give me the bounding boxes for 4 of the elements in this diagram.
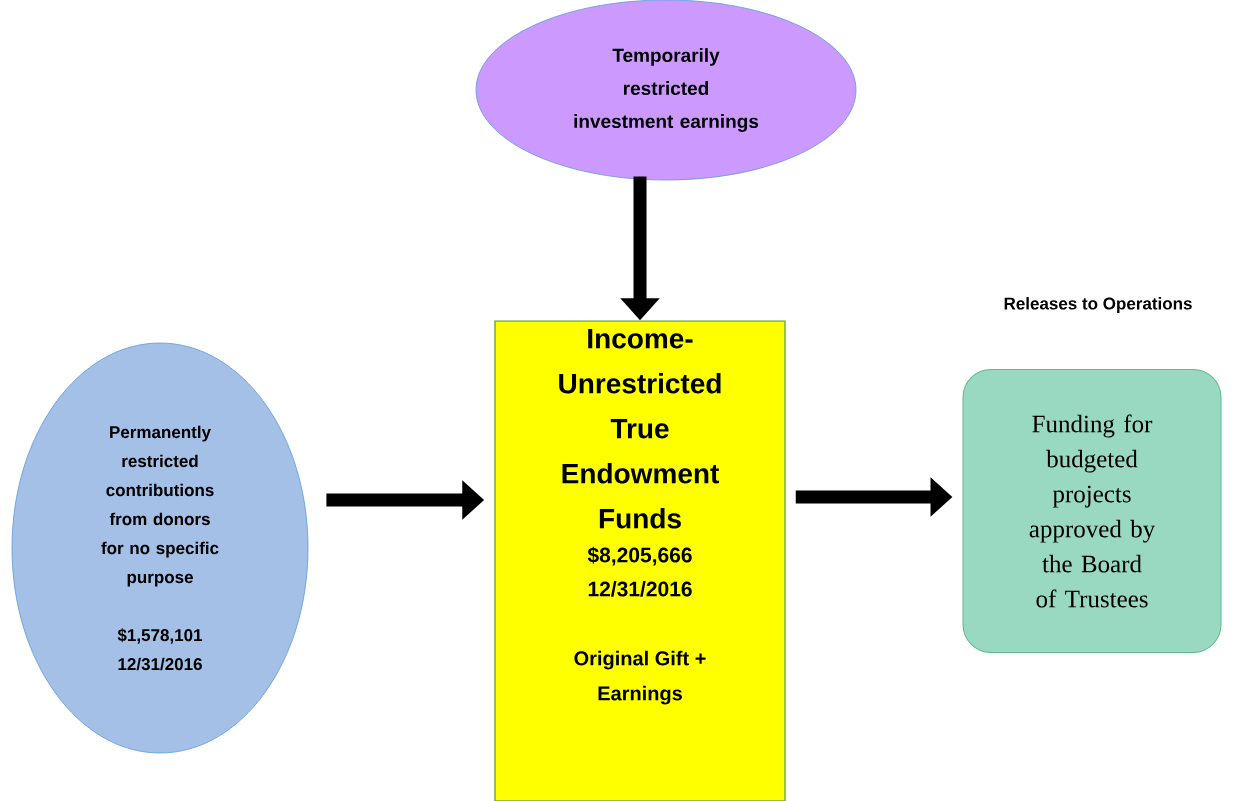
ellipse-node: Permanently restricted contributions from donors for no specific purpose $1,578,101 12/31/2016 — [11, 342, 309, 754]
section-label: Releases to Operations — [1004, 297, 1192, 313]
process-box: Income-Unrestricted True Endowment Funds $8,205,666 12/31/2016 Original Gift + Earnings — [494, 320, 786, 801]
rounded-box: Funding for budgeted projects approved by the Board of Trustees — [962, 369, 1222, 653]
